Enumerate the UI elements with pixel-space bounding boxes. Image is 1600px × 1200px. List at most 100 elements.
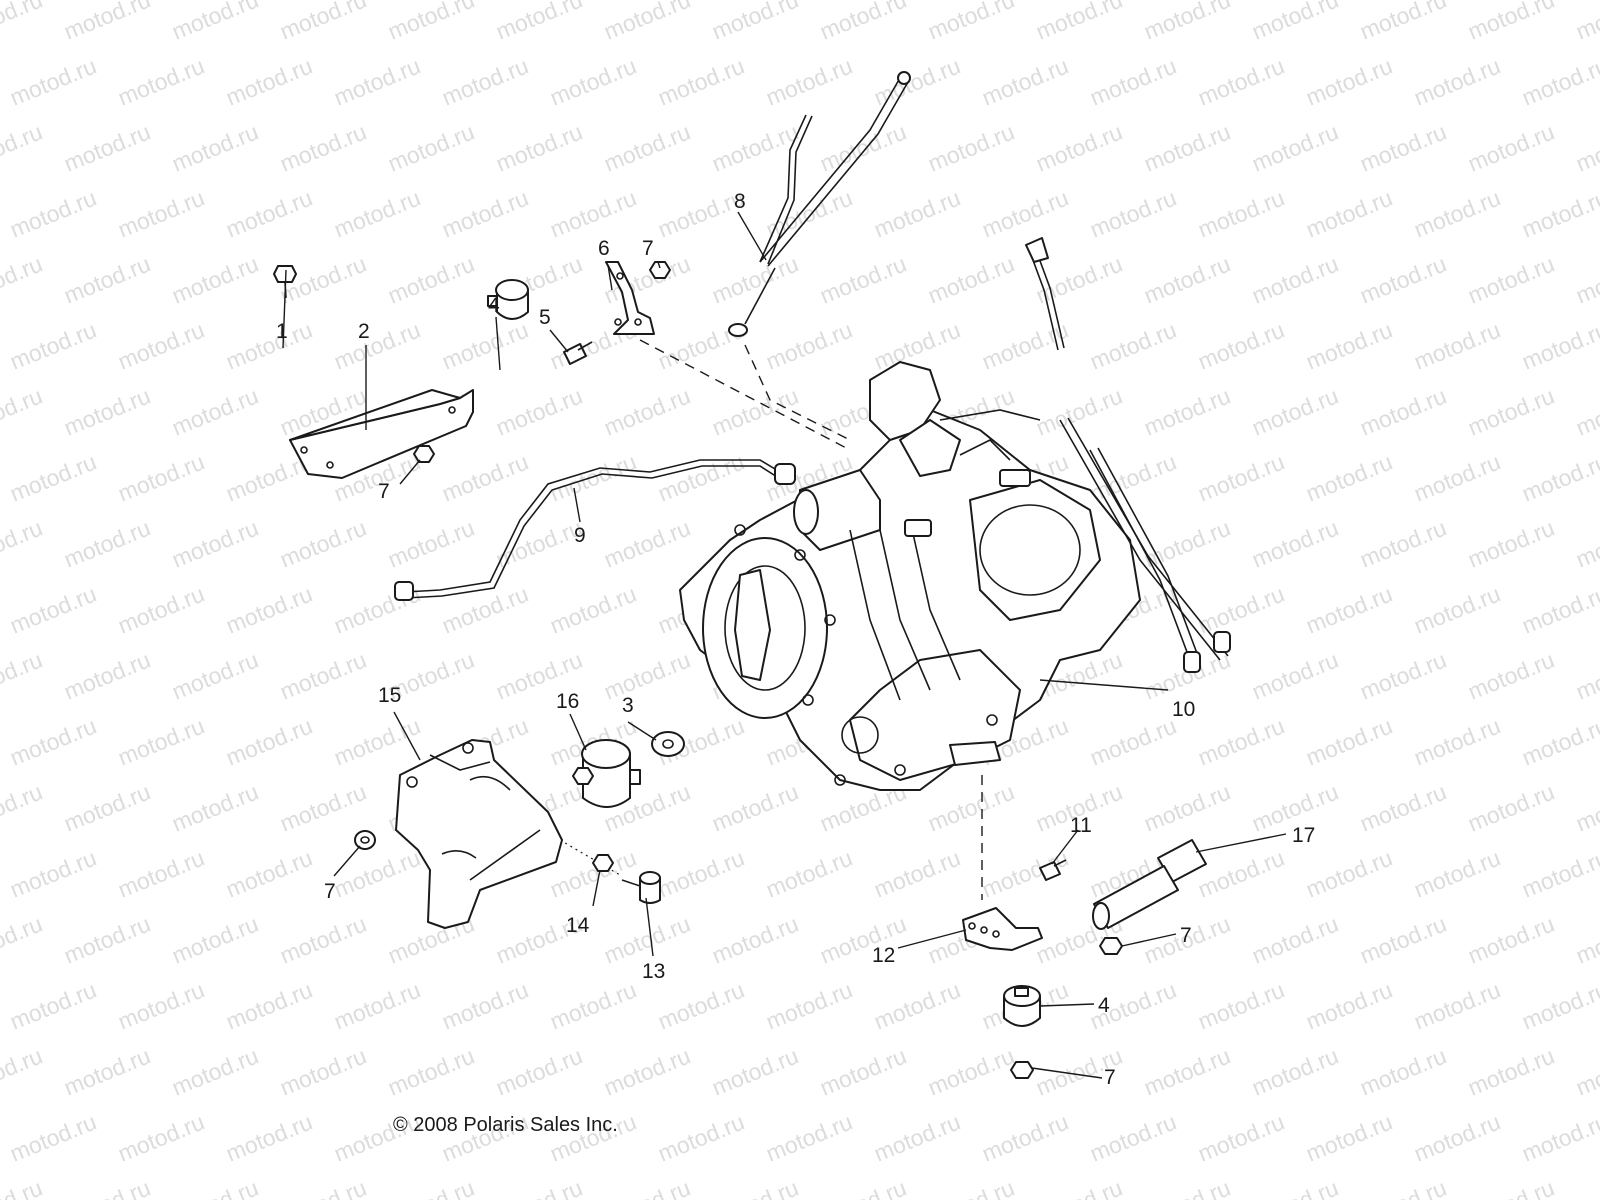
- watermark-text: motod.ru: [60, 779, 154, 837]
- watermark-text: motod.ru: [1572, 119, 1600, 177]
- watermark-text: motod.ru: [1410, 845, 1504, 903]
- watermark-text: motod.ru: [1410, 1109, 1504, 1167]
- watermark-text: motod.ru: [168, 647, 262, 705]
- watermark-text: motod.ru: [1302, 845, 1396, 903]
- watermark-text: motod.ru: [1032, 383, 1126, 441]
- part-12-bracket[interactable]: [962, 907, 1043, 951]
- part-7-nut-f[interactable]: [1010, 1061, 1034, 1079]
- watermark-text: motod.ru: [1356, 119, 1450, 177]
- watermark-text: motod.ru: [924, 779, 1018, 837]
- part-7-nut-a[interactable]: [649, 261, 671, 279]
- watermark-text: motod.ru: [1572, 251, 1600, 309]
- watermark-text: motod.ru: [816, 1175, 910, 1200]
- part-9-cable[interactable]: [394, 459, 796, 601]
- watermark-text: motod.ru: [168, 0, 262, 45]
- watermark-text: motod.ru: [1194, 185, 1288, 243]
- part-7-nut-b[interactable]: [413, 445, 435, 463]
- watermark-text: motod.ru: [924, 1043, 1018, 1101]
- callout-14: 14: [566, 914, 590, 937]
- callout-16: 16: [556, 690, 579, 713]
- watermark-text: motod.ru: [708, 251, 802, 309]
- part-7-nut-e[interactable]: [1099, 937, 1123, 955]
- watermark-text: motod.ru: [1464, 515, 1558, 573]
- part-16-bushing[interactable]: [581, 739, 641, 808]
- watermark-text: motod.ru: [1464, 383, 1558, 441]
- watermark-text: motod.ru: [1356, 647, 1450, 705]
- watermark-text: motod.ru: [222, 53, 316, 111]
- watermark-text: motod.ru: [276, 647, 370, 705]
- callout-7-lower-left: 7: [324, 880, 336, 903]
- part-4-bushing-bottom[interactable]: [1003, 985, 1041, 1027]
- watermark-text: motod.ru: [1464, 779, 1558, 837]
- watermark-text: motod.ru: [0, 911, 46, 969]
- watermark-text: motod.ru: [1194, 713, 1288, 771]
- watermark-text: motod.ru: [1140, 119, 1234, 177]
- watermark-text: motod.ru: [1086, 1109, 1180, 1167]
- watermark-text: motod.ru: [1410, 581, 1504, 639]
- watermark-text: motod.ru: [168, 515, 262, 573]
- watermark-text: motod.ru: [1410, 53, 1504, 111]
- watermark-text: motod.ru: [384, 1043, 478, 1101]
- watermark-text: motod.ru: [384, 0, 478, 45]
- watermark-text: motod.ru: [1194, 845, 1288, 903]
- watermark-text: motod.ru: [1248, 119, 1342, 177]
- watermark-text: motod.ru: [222, 713, 316, 771]
- watermark-text: motod.ru: [762, 317, 856, 375]
- watermark-text: motod.ru: [1086, 185, 1180, 243]
- part-13-bumper[interactable]: [621, 871, 661, 904]
- part-14-nut[interactable]: [592, 854, 614, 872]
- watermark-text: motod.ru: [6, 581, 100, 639]
- part-7-nut-c[interactable]: [572, 767, 594, 785]
- watermark-text: motod.ru: [114, 185, 208, 243]
- watermark-text: motod.ru: [870, 845, 964, 903]
- watermark-text: motod.ru: [0, 1175, 46, 1200]
- watermark-text: motod.ru: [1572, 0, 1600, 45]
- watermark-text: motod.ru: [114, 449, 208, 507]
- callout-8: 8: [734, 190, 746, 213]
- watermark-text: motod.ru: [924, 0, 1018, 45]
- watermark-text: motod.ru: [168, 383, 262, 441]
- watermark-text: motod.ru: [1194, 317, 1288, 375]
- watermark-text: motod.ru: [1572, 515, 1600, 573]
- part-10-engine[interactable]: [679, 237, 1231, 791]
- part-3-washer[interactable]: [651, 731, 685, 757]
- watermark-text: motod.ru: [6, 713, 100, 771]
- watermark-text: motod.ru: [1302, 713, 1396, 771]
- watermark-text: motod.ru: [60, 383, 154, 441]
- watermark-text: motod.ru: [1464, 911, 1558, 969]
- watermark-text: motod.ru: [978, 53, 1072, 111]
- watermark-text: motod.ru: [384, 515, 478, 573]
- watermark-text: motod.ru: [816, 911, 910, 969]
- part-4-bushing-top[interactable]: [487, 279, 529, 320]
- watermark-text: motod.ru: [1518, 53, 1600, 111]
- watermark-text: motod.ru: [114, 1109, 208, 1167]
- part-15-bracket[interactable]: [395, 739, 563, 929]
- watermark-text: motod.ru: [1194, 1109, 1288, 1167]
- watermark-text: motod.ru: [0, 515, 46, 573]
- watermark-text: motod.ru: [6, 977, 100, 1035]
- watermark-text: motod.ru: [0, 1043, 46, 1101]
- watermark-text: motod.ru: [276, 119, 370, 177]
- watermark-text: motod.ru: [222, 1109, 316, 1167]
- part-5-bolt[interactable]: [563, 341, 593, 365]
- watermark-text: motod.ru: [762, 845, 856, 903]
- watermark-text: motod.ru: [114, 53, 208, 111]
- callout-4-top: 4: [488, 294, 500, 317]
- watermark-text: motod.ru: [1248, 647, 1342, 705]
- part-11-bolt[interactable]: [1039, 859, 1067, 881]
- watermark-text: motod.ru: [1518, 449, 1600, 507]
- watermark-text: motod.ru: [1356, 911, 1450, 969]
- watermark-text: motod.ru: [1356, 0, 1450, 45]
- part-6-bracket[interactable]: [605, 261, 655, 335]
- part-2-bracket[interactable]: [289, 389, 474, 479]
- watermark-text: motod.ru: [1356, 515, 1450, 573]
- watermark-text: motod.ru: [654, 1109, 748, 1167]
- part-7-washer-d[interactable]: [354, 830, 376, 850]
- watermark-text: motod.ru: [600, 515, 694, 573]
- watermark-text: motod.ru: [870, 53, 964, 111]
- watermark-text: motod.ru: [114, 581, 208, 639]
- part-8-rods[interactable]: [728, 71, 911, 337]
- watermark-text: motod.ru: [1356, 1175, 1450, 1200]
- watermark-text: motod.ru: [1248, 1043, 1342, 1101]
- part-17-sleeve[interactable]: [1092, 839, 1207, 930]
